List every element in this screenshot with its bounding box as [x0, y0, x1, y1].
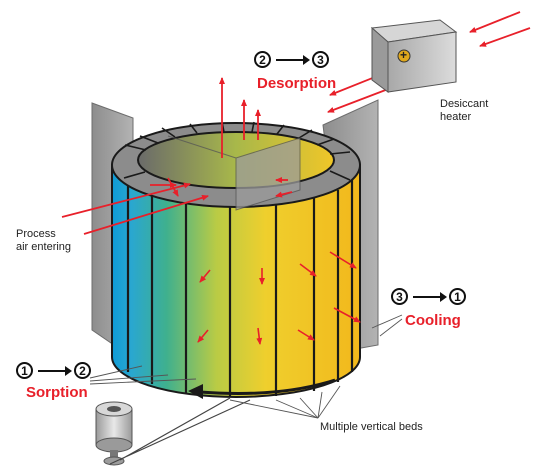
cooling-label: Cooling: [405, 312, 461, 329]
heater-plus-icon: [397, 49, 411, 63]
leader-lines: [89, 314, 403, 419]
sorption-step: 1 2: [16, 362, 91, 379]
process-air-label-line2: air entering: [16, 241, 72, 253]
desiccant-heater: [370, 19, 458, 93]
step-to-circle: 3: [312, 51, 329, 68]
step-arrow-icon: [413, 291, 447, 302]
wheel-flow-arrows: [197, 251, 361, 345]
beds-label: Multiple vertical beds: [320, 421, 423, 433]
step-from-circle: 1: [16, 362, 33, 379]
step-arrow-icon: [38, 365, 72, 376]
rotation-arrow: [199, 378, 336, 395]
vertical-bed-dividers: [126, 178, 354, 397]
rotation-arrowhead: [188, 384, 203, 399]
sorption-label: Sorption: [26, 384, 88, 401]
step-to-circle: 1: [449, 288, 466, 305]
heater-plus-text: +: [400, 48, 408, 62]
ring-segments: [123, 121, 351, 181]
step-to-circle: 2: [74, 362, 91, 379]
heater-label-line2: heater: [440, 111, 472, 123]
process-air-arrows: [61, 177, 209, 235]
cooling-step: 3 1: [391, 288, 466, 305]
step-from-circle: 2: [254, 51, 271, 68]
desorption-label: Desorption: [257, 75, 337, 92]
inner-partition: [167, 135, 301, 211]
drive-motor: [95, 401, 133, 466]
process-air-label-line1: Process: [16, 228, 56, 240]
drive-belt: [109, 397, 251, 465]
step-arrow-icon: [276, 54, 310, 65]
heater-label-line1: Desiccant: [440, 98, 489, 110]
step-from-circle: 3: [391, 288, 408, 305]
desorption-arrows: [219, 77, 261, 158]
desorption-step: 2 3: [254, 51, 329, 68]
